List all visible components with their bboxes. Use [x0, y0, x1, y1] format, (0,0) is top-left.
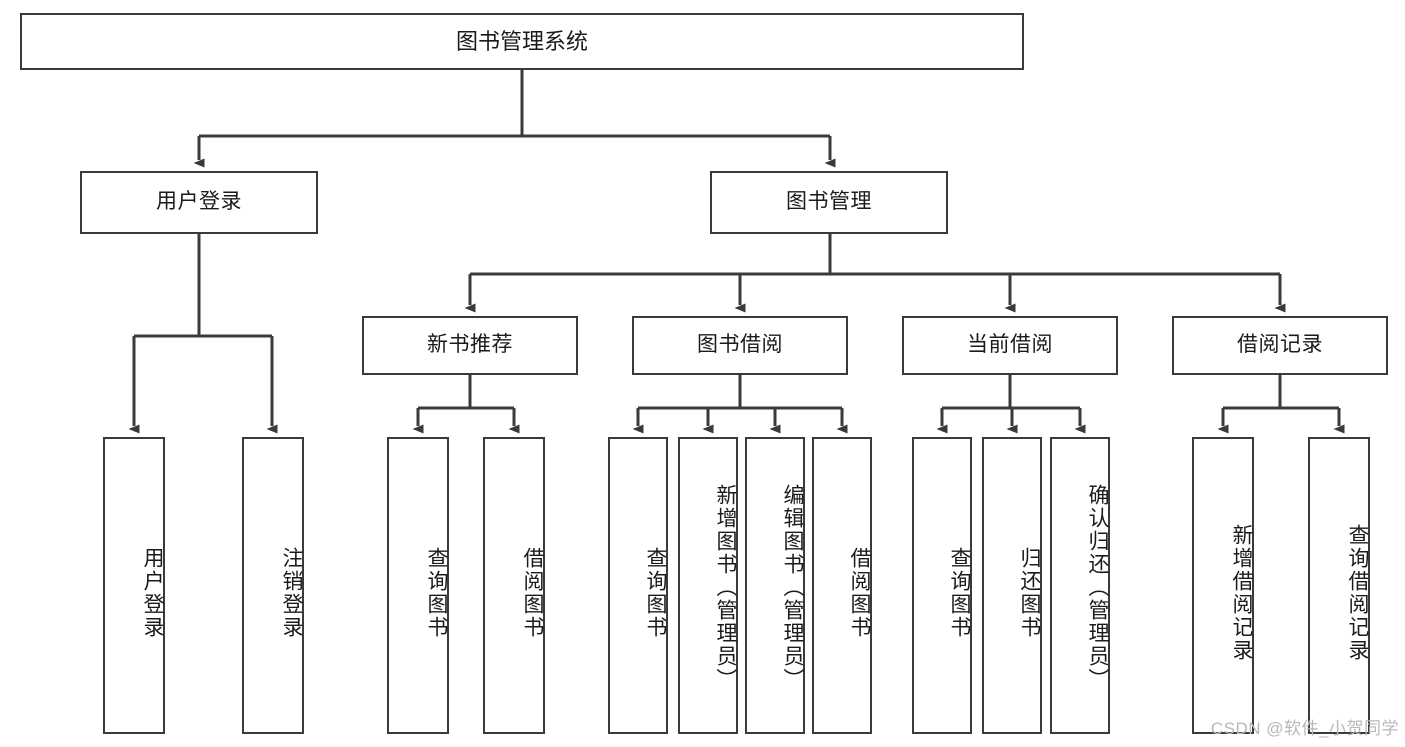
node-root[interactable]: 图书管理系统 — [20, 13, 1024, 70]
leaf-user-login[interactable]: 用户登录 — [103, 437, 165, 734]
leaf-return-book-label: 归还图书 — [1018, 546, 1041, 639]
leaf-add-book[interactable]: 新增图书（管理员） — [678, 437, 738, 734]
leaf-logout[interactable]: 注销登录 — [242, 437, 304, 734]
node-user-login[interactable]: 用户登录 — [80, 171, 318, 234]
leaf-query-book-2[interactable]: 查询图书 — [608, 437, 668, 734]
node-book-borrow-label: 图书借阅 — [697, 333, 783, 357]
leaf-add-record[interactable]: 新增借阅记录 — [1192, 437, 1254, 734]
leaf-borrow-book-1-label: 借阅图书 — [521, 546, 544, 639]
leaf-confirm-return[interactable]: 确认归还（管理员） — [1050, 437, 1110, 734]
leaf-query-record[interactable]: 查询借阅记录 — [1308, 437, 1370, 734]
node-borrow-record-label: 借阅记录 — [1237, 333, 1323, 357]
leaf-borrow-book-1[interactable]: 借阅图书 — [483, 437, 545, 734]
leaf-user-login-label: 用户登录 — [141, 546, 164, 639]
node-new-book-rec[interactable]: 新书推荐 — [362, 316, 578, 375]
leaf-return-book[interactable]: 归还图书 — [982, 437, 1042, 734]
node-new-book-rec-label: 新书推荐 — [427, 333, 513, 357]
node-book-borrow[interactable]: 图书借阅 — [632, 316, 848, 375]
leaf-query-book-3-label: 查询图书 — [948, 546, 971, 639]
leaf-edit-book-label: 编辑图书（管理员） — [781, 484, 804, 691]
leaf-borrow-book-2[interactable]: 借阅图书 — [812, 437, 872, 734]
leaf-add-record-label: 新增借阅记录 — [1230, 523, 1253, 662]
node-user-login-label: 用户登录 — [156, 190, 242, 214]
node-book-manage[interactable]: 图书管理 — [710, 171, 948, 234]
leaf-query-record-label: 查询借阅记录 — [1346, 523, 1369, 662]
node-borrow-record[interactable]: 借阅记录 — [1172, 316, 1388, 375]
leaf-query-book-3[interactable]: 查询图书 — [912, 437, 972, 734]
leaf-query-book-1[interactable]: 查询图书 — [387, 437, 449, 734]
leaf-edit-book[interactable]: 编辑图书（管理员） — [745, 437, 805, 734]
leaf-query-book-1-label: 查询图书 — [425, 546, 448, 639]
node-current-borrow-label: 当前借阅 — [967, 333, 1053, 357]
node-current-borrow[interactable]: 当前借阅 — [902, 316, 1118, 375]
watermark: CSDN @软件_小贺同学 — [1210, 719, 1399, 738]
leaf-confirm-return-label: 确认归还（管理员） — [1086, 484, 1109, 691]
leaf-borrow-book-2-label: 借阅图书 — [848, 546, 871, 639]
leaf-query-book-2-label: 查询图书 — [644, 546, 667, 639]
node-root-label: 图书管理系统 — [455, 28, 588, 54]
node-book-manage-label: 图书管理 — [786, 190, 872, 214]
leaf-logout-label: 注销登录 — [280, 546, 303, 639]
leaf-add-book-label: 新增图书（管理员） — [714, 484, 737, 691]
